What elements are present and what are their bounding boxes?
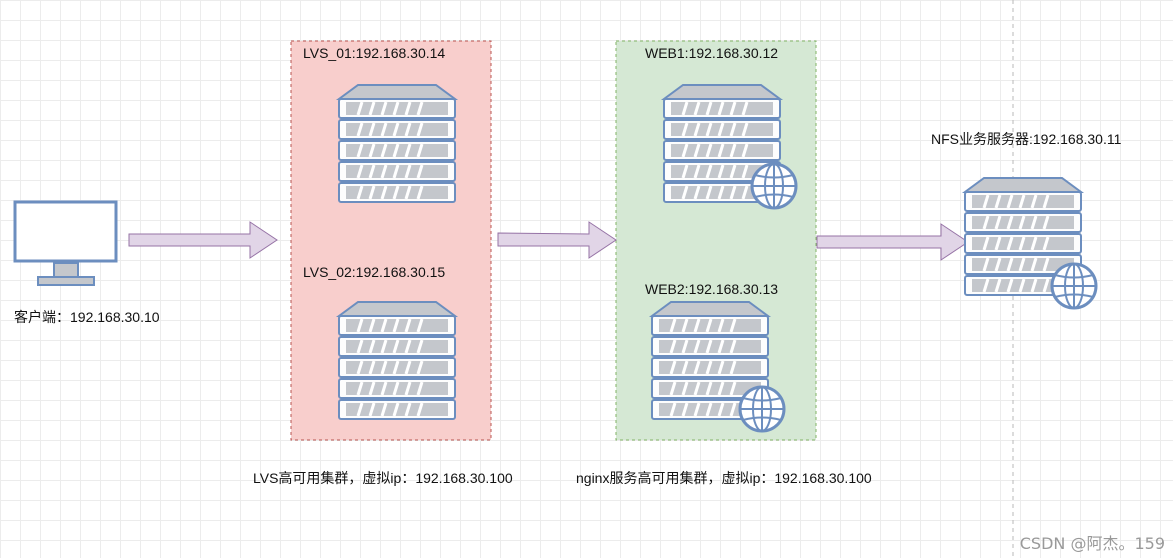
web-server-icon[interactable]: [662, 83, 798, 210]
web2-label: WEB2:192.168.30.13: [645, 281, 779, 297]
web-server-icon[interactable]: [650, 300, 786, 433]
watermark: CSDN @阿杰。159: [1019, 534, 1165, 553]
web1-label: WEB1:192.168.30.12: [645, 45, 779, 61]
lvs-cluster-caption: LVS高可用集群，虚拟ip：192.168.30.100: [253, 470, 513, 486]
nfs-label: NFS业务服务器:192.168.30.11: [931, 131, 1122, 147]
server-icon[interactable]: [337, 300, 457, 421]
web-cluster-caption: nginx服务高可用集群，虚拟ip：192.168.30.100: [576, 470, 872, 486]
web-server-icon[interactable]: [963, 176, 1098, 310]
flow-arrow-lvs-to-web: [497, 221, 617, 259]
monitor-icon[interactable]: [13, 200, 118, 286]
lvs-02-label: LVS_02:192.168.30.15: [303, 264, 446, 280]
server-icon[interactable]: [337, 83, 457, 204]
lvs-01-label: LVS_01:192.168.30.14: [303, 45, 446, 61]
flow-arrow-client-to-lvs: [128, 221, 278, 259]
flow-arrow-web-to-nfs: [816, 223, 969, 261]
client-label: 客户端：192.168.30.10: [14, 309, 160, 325]
